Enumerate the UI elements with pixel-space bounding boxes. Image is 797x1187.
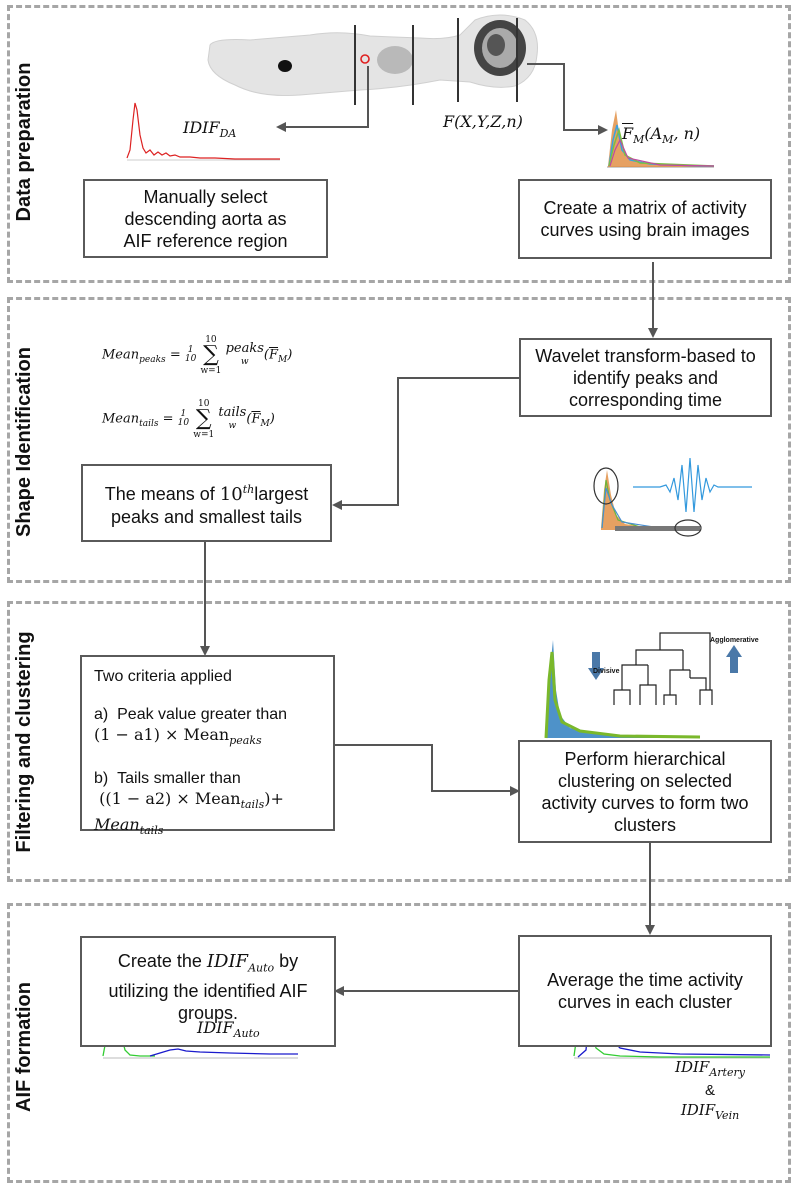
section-aif-formation <box>7 903 791 1183</box>
box-criteria: Two criteria applied a) Peak value great… <box>80 655 335 838</box>
criteria-b: b) Tails smaller than <box>94 770 241 788</box>
agglomerative-label: Agglomerative <box>710 637 759 644</box>
flow-arrows <box>200 63 658 996</box>
idif-da-curve <box>126 102 280 161</box>
wavelet-thumbnail <box>593 457 752 537</box>
criteria-a-formula: (1 − a1) × Meanpeaks <box>94 725 262 748</box>
box-means-text: The means of 10thlargest peaks and small… <box>104 482 309 527</box>
box-create-matrix-text: Create a matrix of activity curves using… <box>540 198 750 240</box>
f-xyzn-label: F(X,Y,Z,n) <box>443 112 523 131</box>
idif-artery-label: IDIFArtery <box>675 1058 745 1079</box>
idif-auto-label: IDIFAuto <box>197 1018 260 1041</box>
dendrogram-thumbnail <box>544 632 742 739</box>
box-create-idif: Create the IDIFAuto by utilizing the ide… <box>80 936 336 1047</box>
section-filtering-clustering <box>7 601 791 882</box>
box-manual-select: Manually select descending aorta as AIF … <box>83 179 328 258</box>
criteria-title: Two criteria applied <box>94 668 232 685</box>
box-create-idif-text: Create the IDIFAuto by utilizing the ide… <box>108 951 308 1023</box>
idif-vein-label: IDIFVein <box>680 1101 740 1122</box>
box-average-text: Average the time activity curves in each… <box>547 970 743 1012</box>
body-scan-image <box>207 14 538 105</box>
fm-curves-thumbnail <box>607 110 715 168</box>
box-means: The means of 10thlargest peaks and small… <box>81 464 332 542</box>
box-wavelet-text: Wavelet transform-based to identify peak… <box>535 345 756 410</box>
criteria-b-formula: ((1 − a2) × Meantails)+ <box>99 789 284 812</box>
ampersand-label: & <box>704 1082 715 1099</box>
section-data-preparation <box>7 5 791 283</box>
idif-da-label: IDIFDA <box>183 118 237 141</box>
box-create-matrix: Create a matrix of activity curves using… <box>518 179 772 259</box>
divisive-label: Divisive <box>593 668 620 675</box>
fm-label: FM(AM, n) <box>622 124 701 147</box>
criteria-b-formula-line3: Meantails <box>94 815 164 838</box>
box-hierarchical-text: Perform hierarchical clustering on selec… <box>541 748 749 835</box>
box-average: Average the time activity curves in each… <box>518 935 772 1047</box>
box-hierarchical: Perform hierarchical clustering on selec… <box>518 740 772 843</box>
box-wavelet: Wavelet transform-based to identify peak… <box>519 338 772 417</box>
section-shape-identification <box>7 297 791 583</box>
criteria-a: a) Peak value greater than <box>94 706 288 723</box>
box-manual-select-text: Manually select descending aorta as AIF … <box>123 186 288 251</box>
